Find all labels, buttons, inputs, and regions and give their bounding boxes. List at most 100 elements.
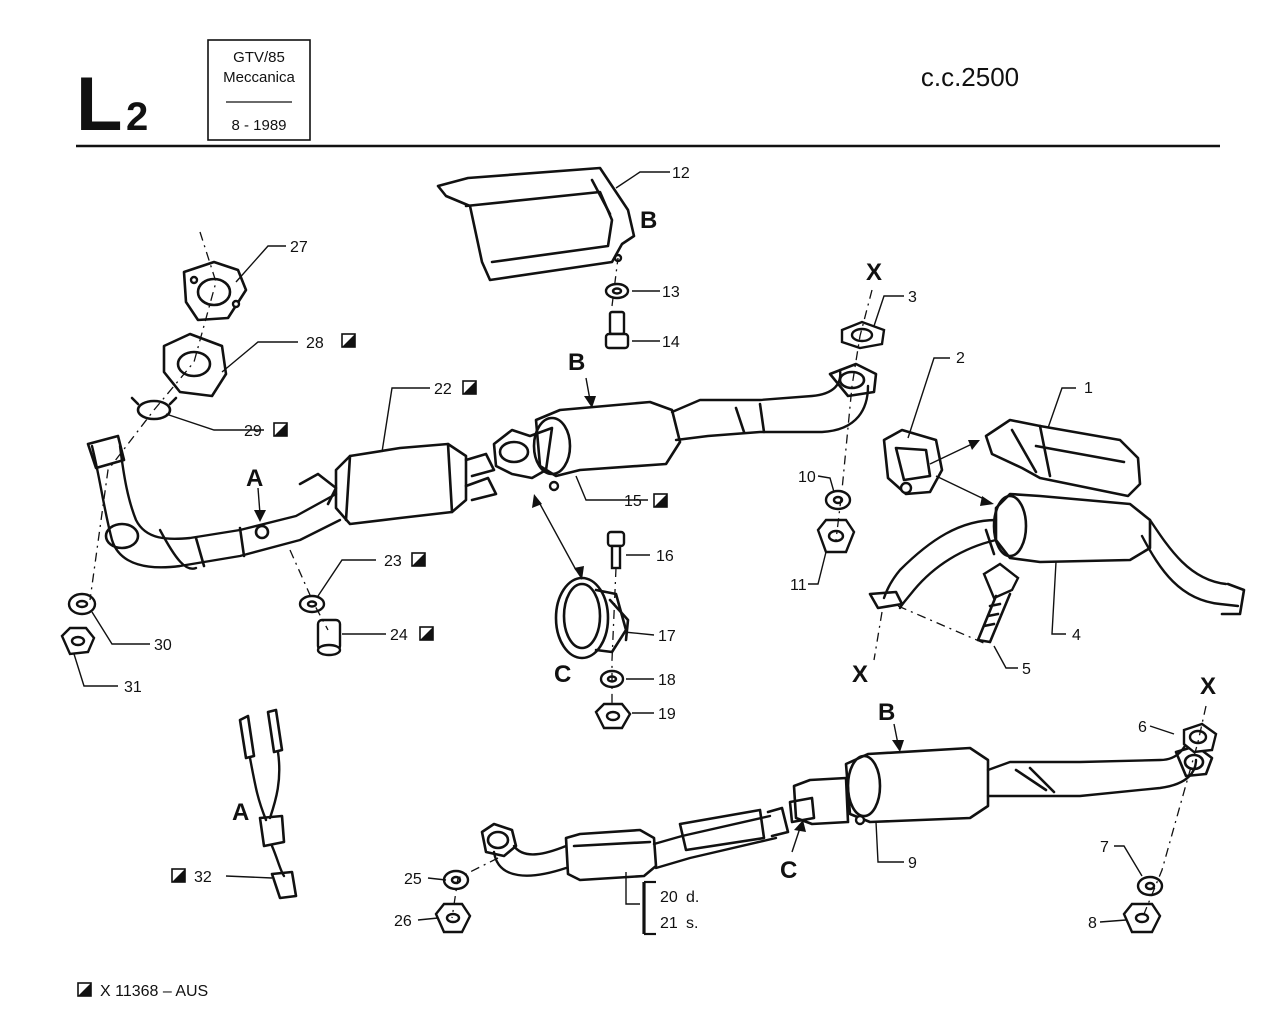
lower-mid-pipe — [480, 806, 790, 882]
washer-10 — [824, 489, 852, 511]
title-box — [207, 39, 311, 141]
callout-15: 15 — [624, 493, 642, 510]
marker-square-icon — [171, 868, 186, 883]
washer-23 — [298, 594, 326, 614]
ref-letter-c: C — [554, 661, 571, 688]
ref-letter-b: B — [568, 349, 585, 376]
clamp-29 — [130, 396, 178, 421]
alignment-lines — [89, 231, 1207, 919]
callout-21: 21 — [660, 915, 678, 932]
washer-7 — [1136, 875, 1164, 897]
callout-11: 11 — [790, 577, 807, 594]
callout-2: 2 — [956, 350, 965, 367]
heat-shield-12 — [436, 166, 636, 282]
callout-1: 1 — [1084, 380, 1093, 397]
callout-25: 25 — [404, 871, 422, 888]
callout-9: 9 — [908, 855, 917, 872]
screw-14 — [604, 310, 630, 350]
ref-letter-c: C — [780, 857, 797, 884]
leader-lines — [73, 171, 1175, 923]
ref-letter-a: A — [232, 799, 249, 826]
heat-shield-1 — [984, 418, 1142, 498]
callout-6: 6 — [1138, 719, 1147, 736]
clamp-17 — [554, 576, 630, 660]
callout-30: 30 — [154, 637, 172, 654]
gasket-6 — [1182, 722, 1218, 754]
callout-31: 31 — [124, 679, 142, 696]
callout-17: 17 — [658, 628, 676, 645]
header: L 2 GTV/85 Meccanica 8 - 1989 c.c.2500 — [76, 39, 1220, 148]
flange-28 — [162, 332, 228, 398]
callout-16: 16 — [656, 548, 674, 565]
ref-letter-a: A — [246, 465, 263, 492]
callout-27: 27 — [290, 239, 308, 256]
front-pipe-22 — [86, 434, 498, 570]
rear-silencer-4 — [868, 492, 1246, 616]
section-letter: L — [76, 62, 122, 147]
ref-letter-x: X — [866, 259, 882, 286]
callout-3: 3 — [908, 289, 917, 306]
gasket-3 — [840, 320, 886, 350]
callout-7: 7 — [1100, 839, 1109, 856]
callout-22: 22 — [434, 381, 452, 398]
marker-square-icon — [419, 626, 434, 641]
callout-20-side: d. — [686, 889, 699, 906]
bracket-20-21 — [642, 880, 656, 936]
callout-13: 13 — [662, 284, 680, 301]
gasket-27 — [182, 260, 248, 322]
engine-label: c.c.2500 — [921, 62, 1019, 92]
section-number: 2 — [126, 95, 148, 139]
reference-letters: B B B A A C C X X X — [232, 207, 1216, 884]
model-label: GTV/85 — [233, 49, 285, 66]
callout-20: 20 — [660, 889, 678, 906]
lambda-sensor-32 — [238, 708, 298, 900]
callout-12: 12 — [672, 165, 690, 182]
callout-28: 28 — [306, 335, 324, 352]
marker-square-icon — [77, 982, 92, 997]
callout-labels: 1 2 3 4 5 6 7 8 9 10 11 12 13 14 15 16 1… — [124, 165, 1147, 932]
nut-19 — [594, 702, 632, 730]
callout-26: 26 — [394, 913, 412, 930]
marker-icons — [77, 333, 668, 997]
marker-square-icon — [411, 552, 426, 567]
callout-14: 14 — [662, 334, 680, 351]
callout-29: 29 — [244, 423, 262, 440]
ref-letter-b: B — [878, 699, 895, 726]
screw-16 — [606, 530, 626, 570]
bolt-5 — [976, 562, 1020, 644]
footer: X 11368 – AUS — [100, 983, 208, 1000]
bracket-2 — [882, 428, 944, 496]
callout-24: 24 — [390, 627, 408, 644]
callout-19: 19 — [658, 706, 676, 723]
marker-square-icon — [341, 333, 356, 348]
center-muffler-upper — [492, 362, 878, 492]
callout-18: 18 — [658, 672, 676, 689]
ref-letter-b: B — [640, 207, 657, 234]
nut-31 — [60, 626, 96, 656]
callout-10: 10 — [798, 469, 816, 486]
callout-23: 23 — [384, 553, 402, 570]
marker-square-icon — [653, 493, 668, 508]
marker-square-icon — [462, 380, 477, 395]
nut-11 — [816, 518, 856, 554]
callout-4: 4 — [1072, 627, 1081, 644]
arrows — [254, 377, 994, 853]
callout-21-side: s. — [686, 915, 698, 932]
callout-5: 5 — [1022, 661, 1031, 678]
date-label: 8 - 1989 — [231, 117, 286, 134]
callout-32: 32 — [194, 869, 212, 886]
stud-24 — [316, 618, 342, 657]
nut-8 — [1122, 902, 1162, 934]
washer-25 — [442, 869, 470, 891]
marker-square-icon — [273, 422, 288, 437]
ref-letter-x: X — [1200, 673, 1216, 700]
footer-note: X 11368 – AUS — [100, 983, 208, 1000]
washer-13 — [604, 282, 630, 300]
callout-8: 8 — [1088, 915, 1097, 932]
center-muffler-9 — [788, 732, 1214, 826]
nut-26 — [434, 902, 472, 934]
washer-30 — [67, 592, 97, 616]
ref-letter-x: X — [852, 661, 868, 688]
group-label: Meccanica — [223, 69, 295, 86]
